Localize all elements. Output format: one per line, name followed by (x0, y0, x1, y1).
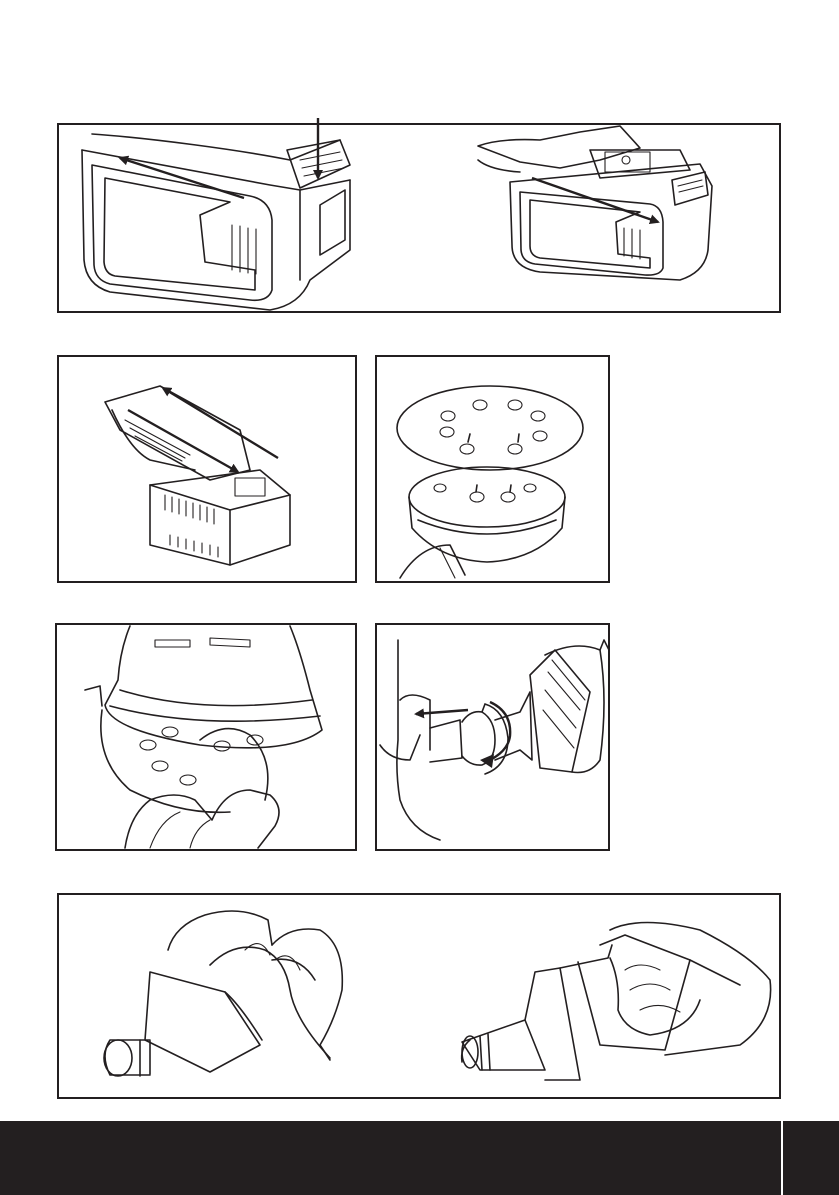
lift-arrow (163, 388, 278, 458)
figure-battery-charging (58, 356, 356, 582)
figure-sanding-disc-removal (56, 624, 356, 850)
connect-arrow (416, 710, 468, 714)
footer-bar (0, 1121, 839, 1195)
twist-arrow-head (480, 754, 494, 768)
disc-holes (434, 400, 547, 502)
figure-frame (58, 356, 356, 582)
slide-in-arrow (532, 178, 658, 222)
figure-dust-bag-emptying (58, 894, 780, 1098)
dust-port-illustration (380, 640, 609, 840)
figure-dust-bag-attachment (376, 624, 609, 850)
dust-bag-opening-illustration (104, 911, 342, 1076)
figure-frame (376, 356, 609, 582)
battery-illustration-right (478, 126, 712, 280)
battery-illustration-left (82, 134, 350, 310)
figure-frame (58, 124, 780, 312)
dust-bag-emptying-illustration (462, 923, 771, 1081)
figure-battery-removal (58, 118, 780, 312)
sander-base-illustration (85, 626, 322, 848)
figure-frame (376, 624, 609, 850)
figure-sanding-disc-alignment (376, 356, 609, 582)
sanding-disc-illustration (397, 386, 583, 578)
footer-divider (781, 1121, 783, 1195)
